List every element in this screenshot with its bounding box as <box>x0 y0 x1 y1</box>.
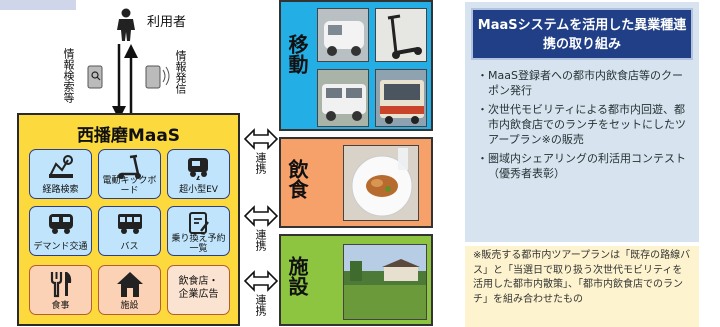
info-search-label: 情報検索等 <box>62 48 75 103</box>
info-flow-arrows <box>87 44 170 122</box>
info-send-label: 情報発信 <box>174 50 187 94</box>
link-arrow-move <box>244 128 278 150</box>
list-item: ・次世代モビリティによる都市内回遊、都市内飲食店でのランチをセットにしたツアープ… <box>477 103 686 146</box>
tour-plan-note: ※販売する都市内ツアープランは「既存の路線バス」と「当選日で取り扱う次世代モビリ… <box>465 246 699 327</box>
route-search-label: 経路検索 <box>42 185 79 195</box>
food-box: 飲食 <box>279 137 433 228</box>
initiatives-title: MaaSシステムを活用した異業種連携の取り組み <box>471 8 693 60</box>
kickboard-label: 電動キックボード <box>102 176 157 196</box>
link-arrow-food <box>244 205 278 227</box>
phone-broadcast-icon <box>145 65 170 89</box>
header-strip <box>0 0 76 10</box>
link-arrow-facility <box>244 270 278 292</box>
link-label: 連携 <box>254 152 267 174</box>
maas-panel: 西播磨MaaS 経路検索 電動キックボード 超小型EV <box>17 113 240 326</box>
meal-label: 食事 <box>51 301 70 311</box>
ads-tile[interactable]: 飲食店・企業広告 <box>167 265 230 315</box>
initiatives-list: ・MaaS登録者への都市内飲食店等のクーポン発行 ・次世代モビリティによる都市内… <box>477 68 691 185</box>
link-label: 連携 <box>254 294 267 316</box>
demand-van-photo <box>317 69 369 127</box>
route-search-icon <box>48 155 73 178</box>
facility-photo <box>343 244 427 320</box>
facility-tile[interactable]: 施設 <box>98 265 161 315</box>
small-ev-tile[interactable]: 超小型EV <box>167 149 230 199</box>
house-icon <box>116 272 143 297</box>
kickboard-icon <box>117 154 141 179</box>
person-icon <box>117 8 135 41</box>
movement-label: 移動 <box>285 34 309 74</box>
kickboard-tile[interactable]: 電動キックボード <box>98 149 161 199</box>
food-label: 飲食 <box>285 159 309 199</box>
route-search-tile[interactable]: 経路検索 <box>29 149 92 199</box>
meal-tile[interactable]: 食事 <box>29 265 92 315</box>
maas-title: 西播磨MaaS <box>76 126 181 146</box>
facility-label: 施設 <box>285 256 309 296</box>
demand-bus-icon <box>48 214 73 234</box>
transfer-reservation-tile[interactable]: 乗り換え予約一覧 <box>167 206 230 256</box>
ev-photo <box>317 8 369 62</box>
small-ev-icon <box>187 158 208 180</box>
phone-search-icon <box>87 65 103 89</box>
initiatives-panel: MaaSシステムを活用した異業種連携の取り組み ・MaaS登録者への都市内飲食店… <box>465 2 699 242</box>
list-item: ・MaaS登録者への都市内飲食店等のクーポン発行 <box>477 69 683 97</box>
ads-label: 飲食店・企業広告 <box>178 276 219 300</box>
transfer-reservation-icon <box>188 212 209 234</box>
demand-transport-label: デマンド交通 <box>33 242 88 252</box>
food-photo <box>343 145 419 221</box>
movement-box: 移動 <box>279 0 433 131</box>
list-item: ・圏域内シェアリングの利活用コンテスト（優秀者表彰） <box>477 152 686 180</box>
bus-icon <box>117 214 142 234</box>
bus-label: バス <box>120 242 139 252</box>
demand-transport-tile[interactable]: デマンド交通 <box>29 206 92 256</box>
user-label: 利用者 <box>147 15 187 30</box>
kickboard-photo <box>375 8 427 62</box>
facility-box: 施設 <box>279 234 433 326</box>
transfer-reservation-label: 乗り換え予約一覧 <box>171 234 226 254</box>
facility-tile-label: 施設 <box>120 301 139 311</box>
small-ev-label: 超小型EV <box>179 185 218 195</box>
link-label: 連携 <box>254 229 267 251</box>
bus-tile[interactable]: バス <box>98 206 161 256</box>
bus-photo <box>375 69 427 127</box>
cutlery-icon <box>50 272 71 298</box>
